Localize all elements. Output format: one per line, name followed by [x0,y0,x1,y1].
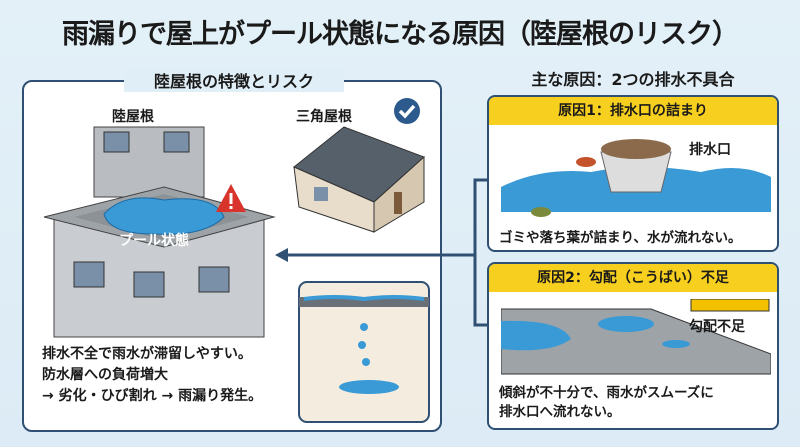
warning-icon [216,184,246,212]
description-line: 排水口へ流れない。 [499,404,621,420]
description-line: → 劣化・ひび割れ → 雨漏り発生。 [42,388,263,404]
cause-card-1: 原因1：排水口の詰まり 排水口 ゴミや落ち葉が詰まり、水が流れない。 [487,95,779,252]
gable-house-illustration [293,126,425,233]
cause-2-description: 傾斜が不十分で、雨水がスムーズに 排水口へ流れない。 [499,384,714,422]
cause-1-description: ゴミや落ち葉が詰まり、水が流れない。 [499,230,742,246]
cause-1-title: 原因1：排水口の詰まり [489,97,777,125]
description-line: 防水層への負荷増大 [42,367,168,383]
causes-heading: 主な原因：2つの排水不具合 [531,70,735,89]
flat-roof-label: 陸屋根 [112,109,154,125]
cause-card-2: 原因2：勾配（こうばい）不足 勾配不足 傾斜が不十分で、雨水がスムーズに 排水口… [487,262,779,430]
leak-detail-illustration [298,281,430,423]
pool-label: プール状態 [119,233,189,249]
flat-roof-description: 排水不全で雨水が滞留しやすい。 防水層への負荷増大 → 劣化・ひび割れ → 雨漏… [42,344,262,407]
check-icon [394,98,420,124]
drain-callout: 排水口 [689,142,731,158]
slope-callout: 勾配不足 [689,319,745,335]
clogged-drain-illustration [501,139,771,217]
cause-2-title: 原因2：勾配（こうばい）不足 [489,264,777,292]
gable-roof-label: 三角屋根 [296,109,352,125]
connector-arrow [275,178,487,327]
flat-roof-building-illustration [43,126,276,338]
description-line: 傾斜が不十分で、雨水がスムーズに [499,385,714,401]
insufficient-slope-illustration [501,299,771,375]
panel-heading: 陸屋根の特徴とリスク [124,68,344,92]
description-line: 排水不全で雨水が滞留しやすい。 [42,346,252,362]
page-title: 雨漏りで屋上がプール状態になる原因（陸屋根のリスク） [62,19,739,50]
